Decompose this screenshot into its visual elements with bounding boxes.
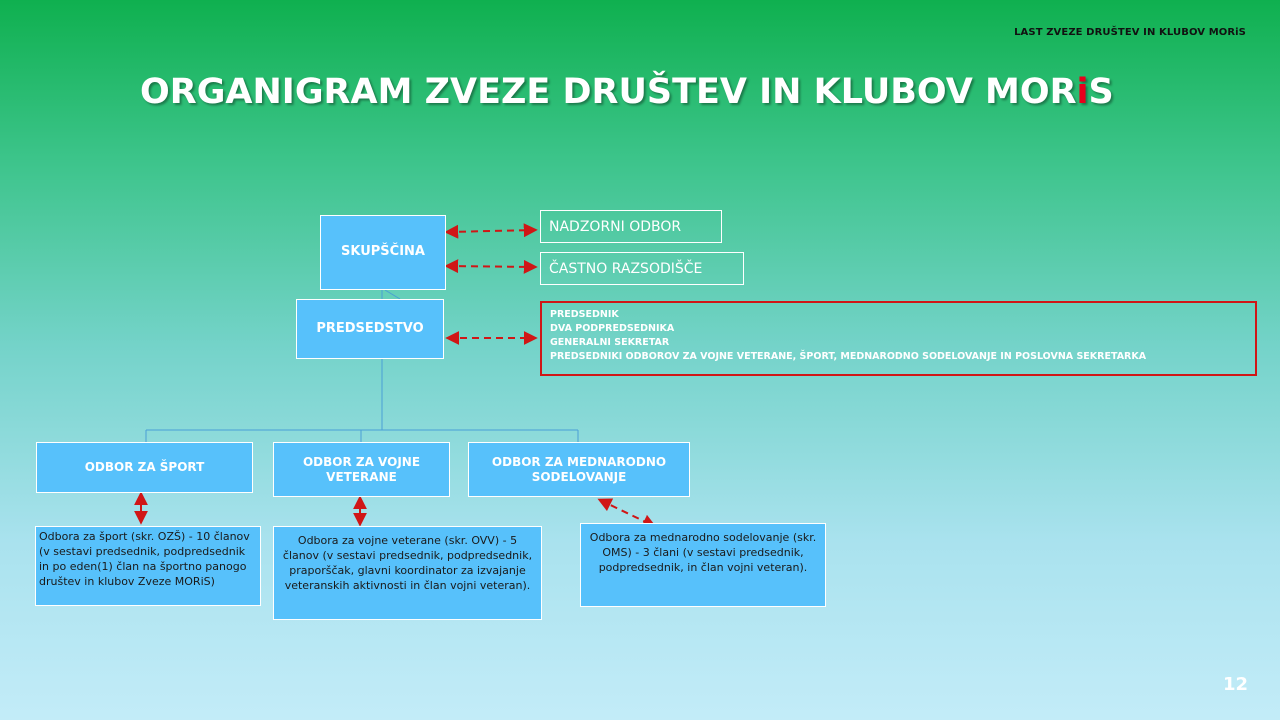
node-odbor-sport: ODBOR ZA ŠPORT xyxy=(36,442,253,493)
arrow-skupscina-castno xyxy=(444,259,538,274)
member-line: GENERALNI SEKRETAR xyxy=(550,337,670,348)
page-number: 12 xyxy=(1222,674,1248,695)
predsedstvo-members-box: PREDSEDNIK DVA PODPREDSEDNIKA GENERALNI … xyxy=(540,301,1257,376)
arrow-mednarodno-desc xyxy=(597,498,657,528)
title-accent-letter: i xyxy=(1076,72,1089,112)
node-castno-razsodisce: ČASTNO RAZSODIŠČE xyxy=(540,252,744,285)
tree-connectors xyxy=(145,289,579,442)
desc-odbor-sport: Odbora za šport (skr. OZŠ) - 10 članov (… xyxy=(35,526,261,606)
arrow-skupscina-nadzorni xyxy=(444,223,538,239)
node-odbor-mednarodno: ODBOR ZA MEDNARODNO SODELOVANJE xyxy=(468,442,690,497)
node-predsedstvo: PREDSEDSTVO xyxy=(296,299,444,359)
node-skupscina: SKUPŠČINA xyxy=(320,215,446,290)
page-title: ORGANIGRAM ZVEZE DRUŠTEV IN KLUBOV MORiS xyxy=(140,72,1140,112)
title-end: S xyxy=(1088,72,1114,112)
desc-odbor-mednarodno: Odbora za mednarodno sodelovanje (skr. O… xyxy=(580,523,826,607)
member-line: DVA PODPREDSEDNIKA xyxy=(550,323,675,334)
desc-odbor-vojne: Odbora za vojne veterane (skr. OVV) - 5 … xyxy=(273,526,542,620)
header-note: LAST ZVEZE DRUŠTEV IN KLUBOV MORiS xyxy=(1014,27,1246,38)
node-nadzorni-odbor: NADZORNI ODBOR xyxy=(540,210,722,243)
member-line: PREDSEDNIK xyxy=(550,309,619,320)
title-main: ORGANIGRAM ZVEZE DRUŠTEV IN KLUBOV MOR xyxy=(140,72,1077,112)
node-odbor-vojne-veterane: ODBOR ZA VOJNE VETERANE xyxy=(273,442,450,497)
relation-arrows xyxy=(134,223,657,528)
member-line: PREDSEDNIKI ODBOROV ZA VOJNE VETERANE, Š… xyxy=(550,351,1147,362)
connector-skupscina-diagonal xyxy=(384,289,401,300)
